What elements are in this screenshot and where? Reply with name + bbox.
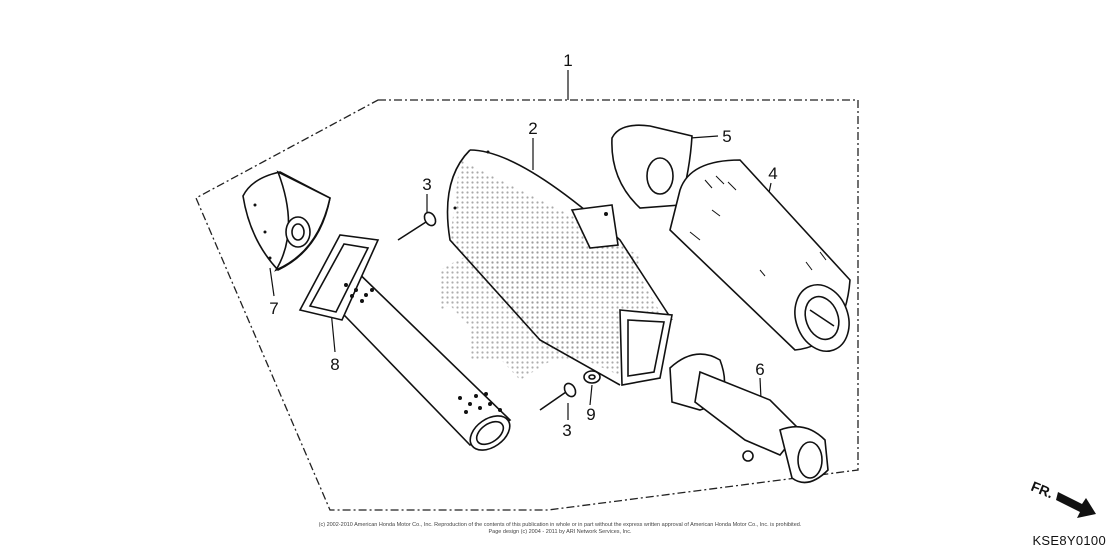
- callout-8: 8: [330, 355, 339, 374]
- front-direction-arrow-icon: FR.: [1029, 478, 1096, 518]
- callout-3: 3: [422, 175, 431, 194]
- callout-3: 3: [562, 421, 571, 440]
- rivet-icon[interactable]: [397, 210, 438, 241]
- connecting-pipe-icon[interactable]: [669, 353, 829, 484]
- copyright-line-1: (c) 2002-2010 American Honda Motor Co., …: [318, 522, 802, 528]
- diagram-code: KSE8Y0100: [1032, 533, 1106, 548]
- callout-9: 9: [586, 405, 595, 424]
- copyright-notice: (c) 2002-2010 American Honda Motor Co., …: [0, 522, 1120, 536]
- muffler-band-icon[interactable]: [611, 124, 693, 209]
- front-direction-label: FR.: [1029, 478, 1056, 501]
- callout-labels: 1 2 3 3 4 5 6 7 8 9: [269, 51, 777, 440]
- end-cap-icon[interactable]: [242, 170, 331, 272]
- rivet-icon[interactable]: [539, 381, 578, 411]
- callout-4: 4: [768, 164, 777, 183]
- callout-5: 5: [722, 127, 731, 146]
- muffler-body-icon[interactable]: [446, 149, 673, 386]
- muffler-protector-icon[interactable]: [669, 159, 858, 359]
- callout-1: 1: [563, 51, 572, 70]
- callout-7: 7: [269, 299, 278, 318]
- perforated-inner-pipe-icon[interactable]: [298, 234, 516, 457]
- copyright-line-2: Page design (c) 2004 - 2011 by ARI Netwo…: [488, 529, 632, 535]
- callout-6: 6: [755, 360, 764, 379]
- assembly-frame: [195, 99, 859, 511]
- callout-2: 2: [528, 119, 537, 138]
- washer-icon[interactable]: [583, 370, 601, 384]
